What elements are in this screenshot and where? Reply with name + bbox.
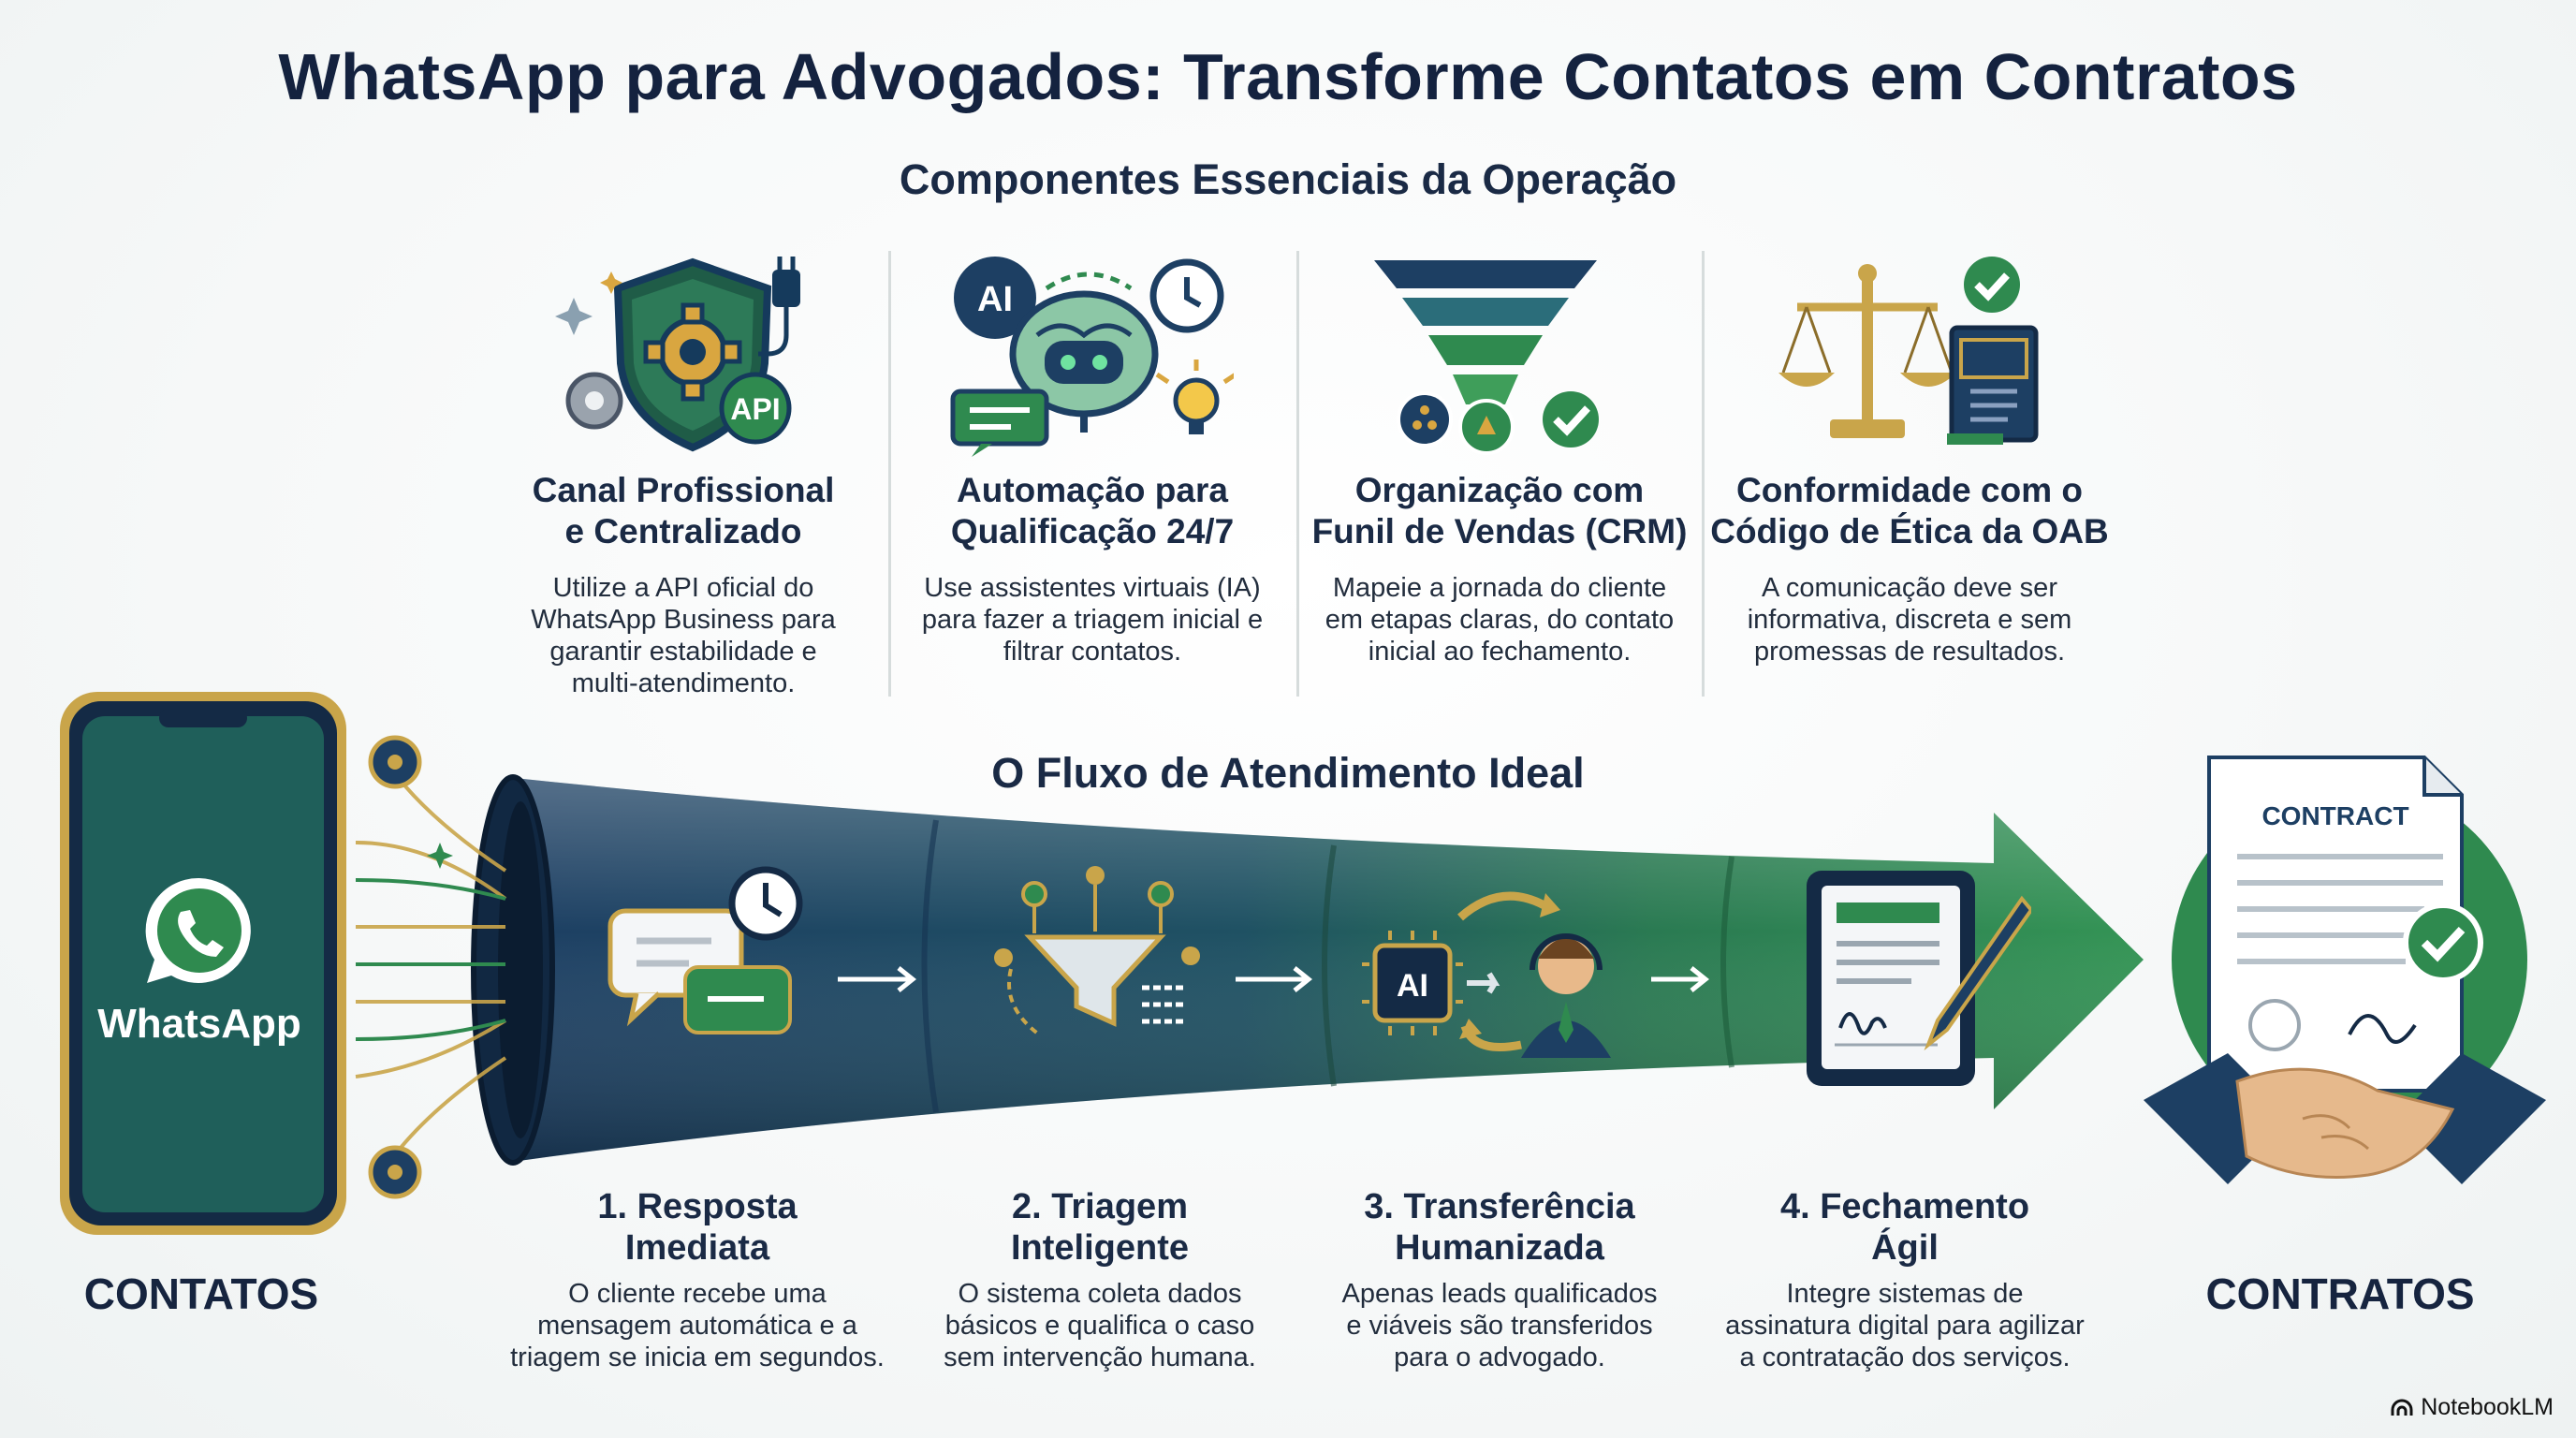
divider (1296, 251, 1299, 697)
svg-text:API: API (730, 392, 780, 426)
ai-to-agent-icon: AI (1362, 891, 1611, 1058)
components-heading: Componentes Essenciais da Operação (899, 155, 1677, 203)
contracts-label: CONTRATOS (2205, 1269, 2475, 1318)
ai-brain-robot-icon: AI (950, 257, 1234, 457)
whatsapp-label: WhatsApp (97, 1001, 301, 1047)
ai-chip-label: AI (1397, 968, 1428, 1004)
notebooklm-brand: NotebookLM (2391, 1394, 2554, 1421)
flow-heading: O Fluxo de Atendimento Ideal (991, 749, 1585, 797)
divider (888, 251, 891, 697)
filter-funnel-icon (994, 866, 1200, 1036)
whatsapp-icon (145, 877, 251, 983)
tablet-signature-icon (1807, 871, 2031, 1086)
contacts-label: CONTATOS (83, 1269, 319, 1318)
scales-of-justice-icon (1778, 257, 2039, 445)
svg-text:AI: AI (977, 280, 1013, 319)
divider (1702, 251, 1705, 697)
contract-title: CONTRACT (2261, 801, 2408, 830)
incoming-lines (355, 735, 507, 1199)
contract-handshake-icon: CONTRACT (2144, 756, 2546, 1184)
page-title: WhatsApp para Advogados: Transforme Cont… (278, 40, 2298, 113)
shield-gear-api-icon: API (555, 257, 800, 452)
sales-funnel-icon (1374, 260, 1599, 455)
component-description: Use assistentes virtuais (IA)para fazer … (921, 573, 1264, 667)
chat-clock-icon (607, 866, 803, 1034)
notebooklm-icon (2391, 1399, 2413, 1416)
